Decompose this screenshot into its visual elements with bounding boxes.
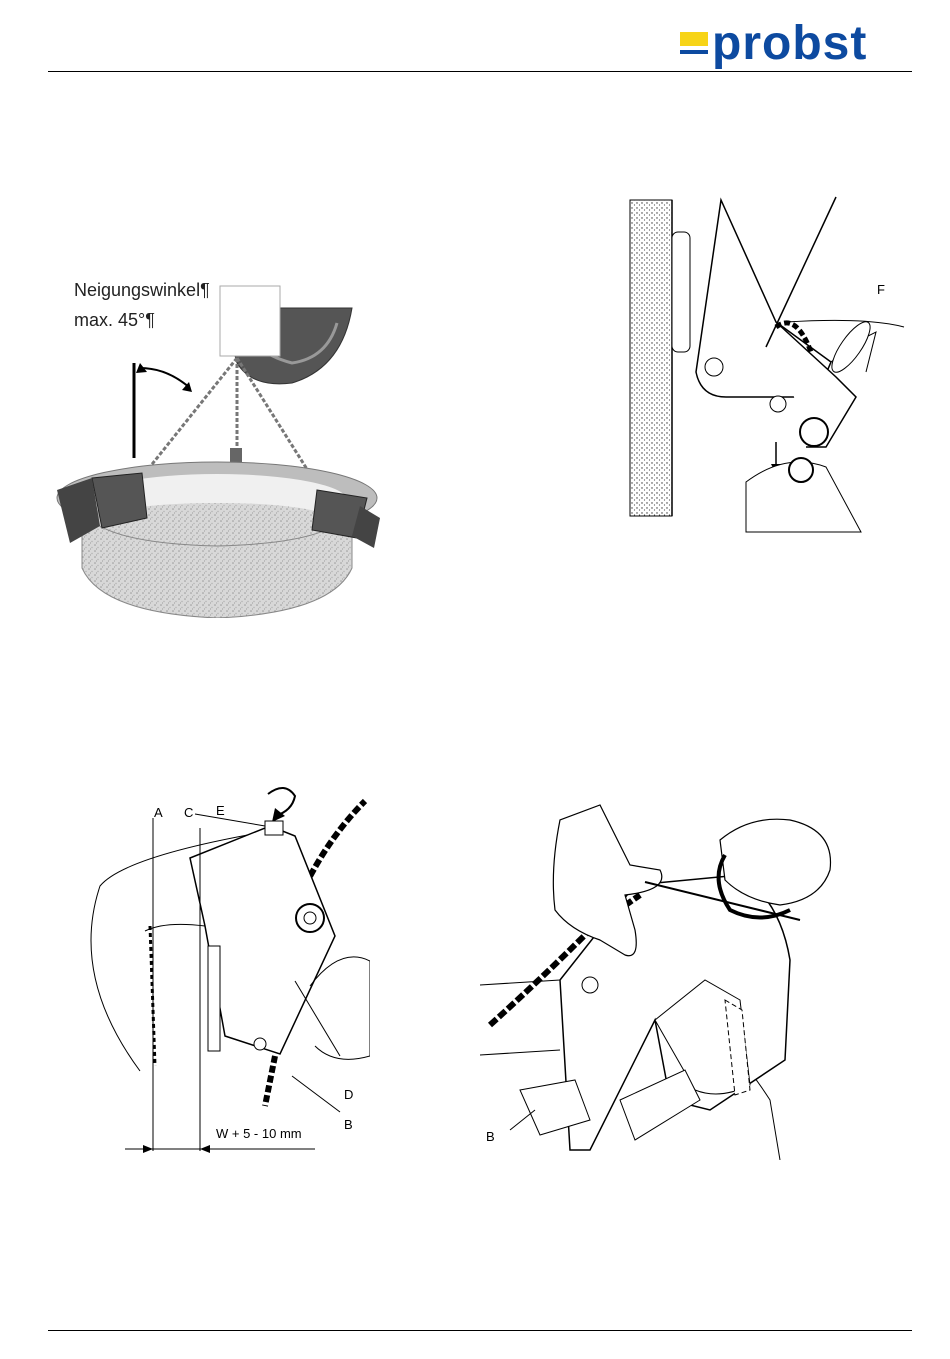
label-d: D	[344, 1088, 353, 1102]
logo-mark-bar	[680, 50, 708, 54]
label-b: B	[344, 1118, 353, 1132]
label-b-detail: B	[486, 1130, 495, 1144]
dimension-label: W + 5 - 10 mm	[216, 1127, 302, 1141]
figure-clamp-dimensions: A C E D B W + 5 - 10 mm	[80, 776, 370, 1166]
pin-release-illustration	[626, 192, 906, 542]
logo-mark	[680, 32, 708, 46]
brand-name: probst	[712, 16, 867, 72]
figure-hand-operation: B	[480, 800, 860, 1160]
figure-pin-release: F	[626, 192, 906, 542]
tilt-angle-label: Neigungswinkel¶	[74, 278, 210, 302]
label-c: C	[184, 806, 193, 820]
label-e: E	[216, 804, 225, 818]
tilt-angle-max-label: max. 45°¶	[74, 308, 155, 332]
footer-rule	[48, 1330, 912, 1331]
header-rule	[48, 71, 912, 72]
hand-operation-illustration	[480, 800, 860, 1160]
clamp-dimensions-illustration	[80, 776, 370, 1166]
label-f: F	[877, 283, 885, 297]
probst-logo: probst	[680, 24, 908, 68]
label-a: A	[154, 806, 163, 820]
figure-ring-lifting: Neigungswinkel¶ max. 45°¶	[52, 268, 382, 618]
